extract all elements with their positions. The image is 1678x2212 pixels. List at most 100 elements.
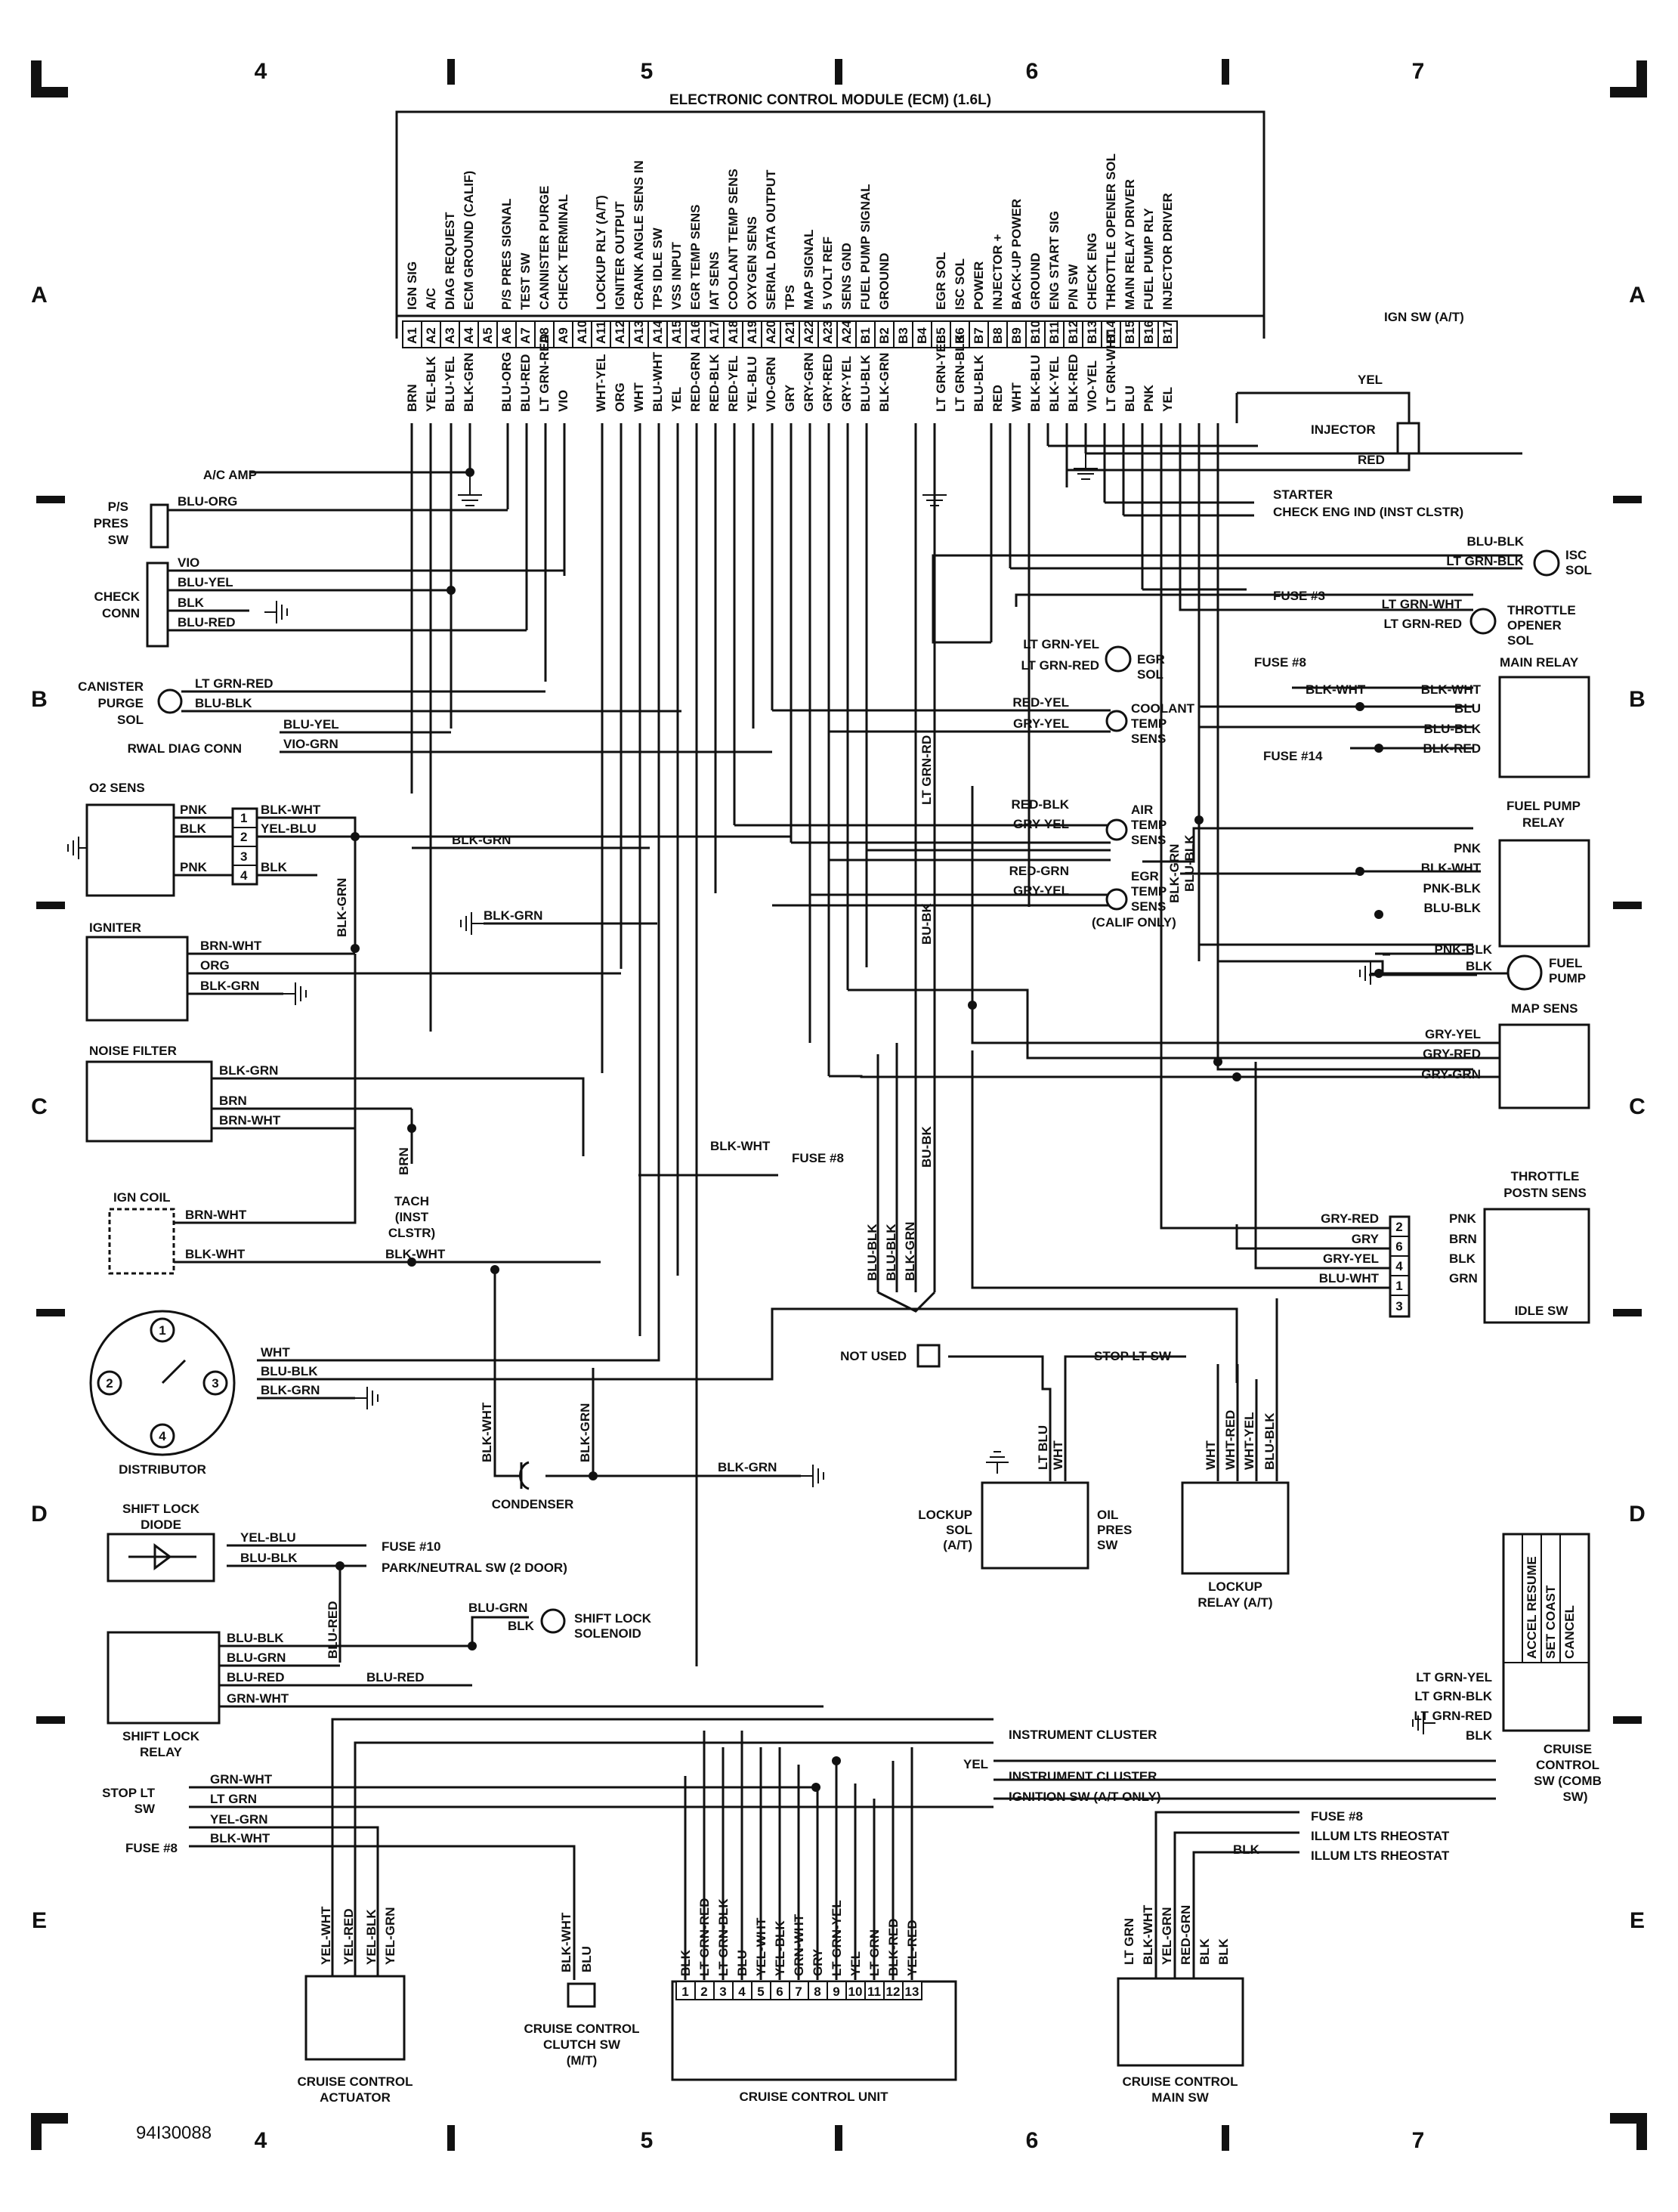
o2-label: O2 SENS xyxy=(89,781,145,795)
ecm-pin-wire-a17: RED-BLK xyxy=(707,354,722,412)
labels: A/C AMP P/S PRES SW BLU-ORG CHECK CONN V… xyxy=(78,310,1602,2105)
ignition-sw-label: IGNITION SW (A/T ONLY) xyxy=(1009,1790,1160,1804)
col-label-bottom-6: 6 xyxy=(1026,2128,1039,2153)
ps-sw-wire: BLU-ORG xyxy=(178,494,237,509)
dist-pin-1: 1 xyxy=(159,1323,165,1338)
tach-label-3: CLSTR) xyxy=(388,1226,435,1240)
o2-pin-1: 1 xyxy=(240,811,247,825)
igniter-wire-1: BRN-WHT xyxy=(200,939,262,953)
shift-lock-sol-wire-1: BLU-GRN xyxy=(468,1601,527,1615)
dist-wire-1: WHT xyxy=(261,1345,290,1360)
ecm-pin-b11: B11 xyxy=(1047,321,1061,344)
main-sw-wire-5: BLK xyxy=(1197,1938,1212,1965)
igniter-box xyxy=(85,936,189,1022)
oil-pres-label-3: SW xyxy=(1097,1538,1118,1552)
ecm-pin-cell-a24 xyxy=(836,320,857,348)
ecm-pin-cell-a9 xyxy=(553,320,573,348)
tps-pin-4: 1 xyxy=(1395,1279,1402,1293)
main-sw-label-1: CRUISE CONTROL xyxy=(1123,2074,1238,2089)
cruise-main-sw-box xyxy=(1117,1977,1244,2067)
not-used-label: NOT USED xyxy=(840,1349,907,1363)
noise-filter-box xyxy=(85,1060,213,1143)
tps-label-1: THROTTLE xyxy=(1511,1169,1580,1183)
ecm-pin-cell-b17 xyxy=(1157,320,1178,348)
ecm-pin-b5: B5 xyxy=(934,327,948,344)
tach-label-1: TACH xyxy=(394,1194,429,1208)
isc-label-2: SOL xyxy=(1565,563,1592,577)
ccu-pin-cell-5 xyxy=(751,1981,771,2000)
ecm-pin-function-a18: COOLANT TEMP SENS xyxy=(726,169,740,310)
egr-sol-circle xyxy=(1105,645,1132,673)
shift-lock-link-wire: BLU-RED xyxy=(366,1670,425,1685)
stop-lt-wire-1: GRN-WHT xyxy=(210,1772,273,1787)
main-sw-wire-6: BLK xyxy=(1216,1938,1231,1965)
shield-ground-wire: BLK-GRN xyxy=(484,908,542,923)
ecm-pin-cell-b5 xyxy=(931,320,951,348)
tps-pin-2: 6 xyxy=(1395,1239,1402,1254)
lockup-relay-wire-4: BLU-BLK xyxy=(1262,1412,1277,1470)
lockup-sol-wire-2: WHT xyxy=(1051,1440,1065,1470)
ccu-label: CRUISE CONTROL UNIT xyxy=(739,2090,888,2104)
ecm-pin-a19: A19 xyxy=(745,320,759,344)
ign-coil-wire-2: BLK-WHT xyxy=(185,1247,246,1261)
coolant-label-2: TEMP xyxy=(1131,716,1167,731)
fuel-pump-circle xyxy=(1506,954,1543,991)
ccu-wire-9: LT GRN-YEL xyxy=(830,1900,844,1976)
instrument-cluster-wire: YEL xyxy=(963,1757,988,1771)
ecm-pin-a5: A5 xyxy=(481,327,495,344)
ccu-pin-5: 5 xyxy=(757,1985,764,1999)
condenser-wire-1: BLK-WHT xyxy=(480,1402,494,1462)
ecm-pin-cell-b14 xyxy=(1101,320,1121,348)
noise-filter-wire-1: BLK-GRN xyxy=(219,1063,278,1078)
ecm-pin-wire-b8: RED xyxy=(990,385,1005,412)
actuator-label-1: CRUISE CONTROL xyxy=(298,2074,413,2089)
ecm-pin-function-a16: EGR TEMP SENS xyxy=(688,205,703,311)
ccu-pin-cell-8 xyxy=(808,1981,828,2000)
main-relay-fuse: FUSE #8 xyxy=(1254,655,1306,670)
ecm-pin-function-a6: P/S PRES SIGNAL xyxy=(499,199,514,310)
illum1-label: ILLUM LTS RHEOSTAT xyxy=(1311,1829,1450,1843)
ecm-pin-b7: B7 xyxy=(972,327,986,344)
distributor-label: DISTRIBUTOR xyxy=(119,1462,206,1477)
check-conn-wire-4: BLU-RED xyxy=(178,615,236,630)
vert-label-3: BU-BK xyxy=(919,1126,934,1168)
actuator-label-2: ACTUATOR xyxy=(320,2090,391,2105)
main-relay-wire-2: BLU xyxy=(1454,701,1481,716)
ecm-pin-wire-b10: BLK-BLU xyxy=(1028,354,1043,412)
ecm-pin-b8: B8 xyxy=(990,327,1005,344)
lockup-sol-label-2: SOL xyxy=(946,1523,972,1537)
check-conn-label-1: CHECK xyxy=(94,589,141,604)
cruise-sw-label-2: CONTROL xyxy=(1536,1758,1599,1772)
ecm-pin-b15: B15 xyxy=(1123,320,1137,344)
row-label-right-B: B xyxy=(1629,687,1646,712)
vert-label-1: LT GRN-RD xyxy=(919,735,934,805)
ecm-pin-cell-a8 xyxy=(534,320,555,348)
lockup-relay-wire-2: WHT-RED xyxy=(1223,1410,1238,1470)
ecm-pin-a8: A8 xyxy=(537,327,552,344)
row-label-left-D: D xyxy=(31,1502,48,1527)
ecm-pin-function-b8: INJECTOR + xyxy=(990,234,1005,310)
tps-box xyxy=(1483,1208,1590,1324)
shift-lock-sol-label-1: SHIFT LOCK xyxy=(574,1611,652,1626)
ecm-pin-b1: B1 xyxy=(858,327,873,344)
cruise-sw-label-1: CRUISE xyxy=(1544,1742,1592,1756)
ecm-pin-cell-a10 xyxy=(572,320,592,348)
o2-pin-4: 4 xyxy=(240,868,248,883)
coolant-label-3: SENS xyxy=(1131,732,1166,746)
ecm-pin-function-a7: TEST SW xyxy=(518,252,533,310)
check-eng-label: CHECK ENG IND (INST CLSTR) xyxy=(1273,505,1463,519)
tps-left-wire-2: GRY xyxy=(1352,1232,1380,1246)
ecm-pin-wire-a20: VIO-GRN xyxy=(764,357,778,412)
ccu-wire-10: YEL xyxy=(848,1951,863,1976)
ccu-pin-4: 4 xyxy=(738,1985,746,1999)
ecm-pin-wire-b12: BLK-RED xyxy=(1066,354,1080,413)
dist-pin-3: 3 xyxy=(212,1376,218,1391)
tps-left-wire-1: GRY-RED xyxy=(1321,1211,1379,1226)
cruise-sw-label-3: SW (COMB xyxy=(1534,1774,1602,1788)
ign-sw-label: IGN SW (A/T) xyxy=(1384,310,1464,324)
ecm-pin-a4: A4 xyxy=(462,327,476,344)
throttle-opener-circle xyxy=(1469,608,1497,635)
ccu-wire-7: GRN-WHT xyxy=(792,1913,806,1976)
